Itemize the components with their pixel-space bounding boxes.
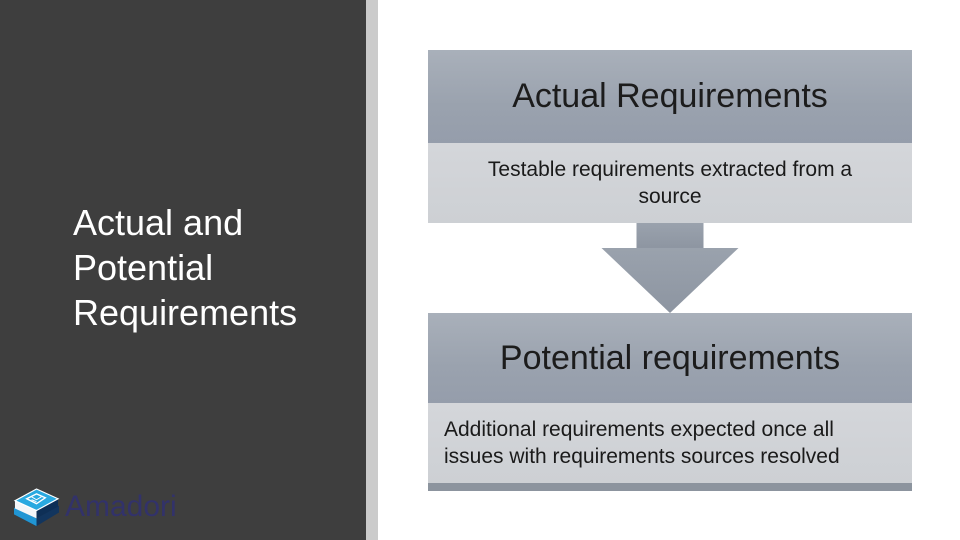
actual-requirements-header-label: Actual Requirements xyxy=(512,77,828,115)
actual-requirements-header-box: Actual Requirements xyxy=(428,50,912,143)
panel-divider xyxy=(366,0,378,540)
actual-requirements-description-box: Testable requirements extracted from a s… xyxy=(428,143,912,223)
potential-requirements-header-label: Potential requirements xyxy=(499,338,841,377)
down-arrow-icon xyxy=(601,223,739,313)
actual-requirements-description-text: Testable requirements extracted from a s… xyxy=(487,158,853,208)
potential-requirements-description-box: Additional requirements expected once al… xyxy=(428,403,912,483)
next-box-cropped-edge xyxy=(428,483,912,491)
potential-requirements-header-box: Potential requirements xyxy=(428,313,912,403)
book-icon xyxy=(13,488,60,527)
flow-arrow-zone xyxy=(428,223,912,313)
requirements-flow-diagram: Actual Requirements Testable requirement… xyxy=(428,50,912,491)
logo-text: Amadori xyxy=(65,489,177,523)
amadori-logo: Amadori xyxy=(13,488,177,533)
slide-title: Actual and Potential Requirements xyxy=(73,202,298,333)
left-panel: Actual and Potential Requirements Amador… xyxy=(0,0,366,540)
potential-requirements-description-text: Additional requirements expected once al… xyxy=(444,418,840,468)
